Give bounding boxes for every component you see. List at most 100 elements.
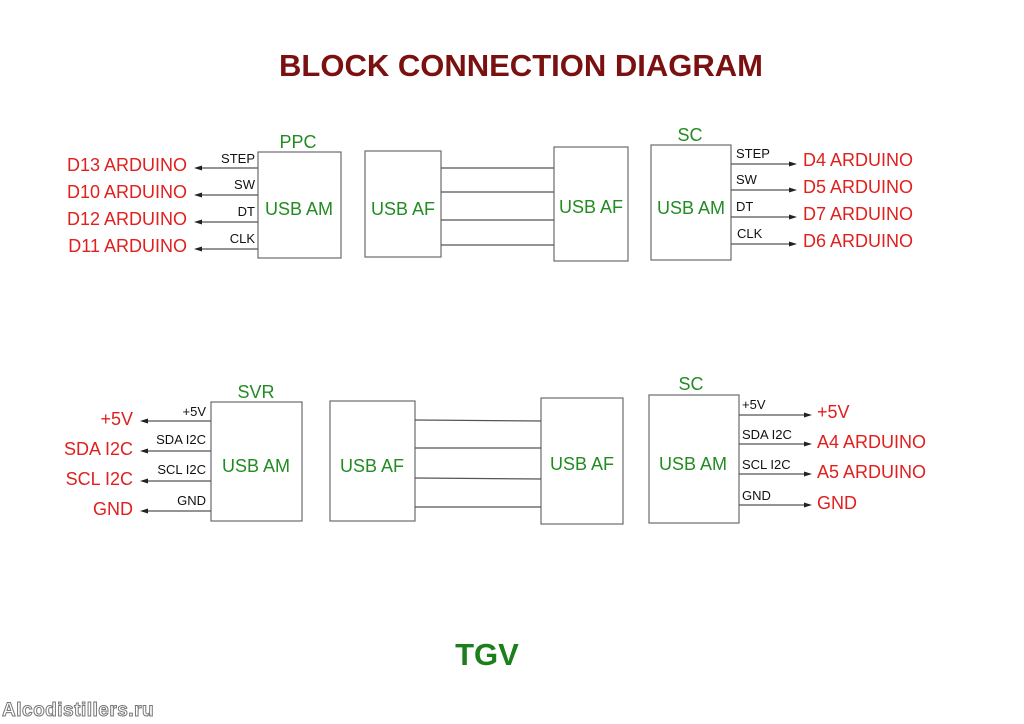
- ppc-pin-sw: SW D10 ARDUINO: [67, 177, 258, 202]
- cable-2-right-connector-label: USB AF: [550, 454, 614, 474]
- pin-label: SW: [234, 177, 256, 192]
- pin-label: SDA I2C: [156, 432, 206, 447]
- svr-pin-scl: SCL I2C SCL I2C: [66, 462, 211, 489]
- sc-2-pin-gnd: GND GND: [739, 488, 857, 513]
- cable-wire: [414, 419, 542, 422]
- pin-label: SCL I2C: [742, 457, 791, 472]
- ppc-usb-am-block: [257, 151, 342, 259]
- arrow-left-icon: [140, 478, 148, 484]
- target-label: D7 ARDUINO: [803, 204, 913, 224]
- sc-module-2: SC USB AM +5V +5V SDA I2C A4 ARDUINO: [648, 374, 926, 524]
- pin-label: DT: [238, 204, 255, 219]
- svr-pin-sda: SDA I2C SDA I2C: [64, 432, 211, 459]
- svr-connector-label: USB AM: [222, 456, 290, 476]
- arrow-right-icon: [789, 241, 797, 247]
- ppc-pin-dt: DT D12 ARDUINO: [67, 204, 258, 229]
- pin-label: +5V: [183, 404, 207, 419]
- svr-pin-gnd: GND GND: [93, 493, 211, 519]
- target-label: A5 ARDUINO: [817, 462, 926, 482]
- arrow-left-icon: [140, 418, 148, 424]
- pin-label: STEP: [221, 151, 255, 166]
- cable-2-left-usb-af-block: [329, 400, 416, 522]
- target-label: SCL I2C: [66, 469, 133, 489]
- target-label: +5V: [817, 402, 850, 422]
- pin-label: CLK: [737, 226, 763, 241]
- arrow-left-icon: [140, 508, 148, 514]
- svr-pins: +5V +5V SDA I2C SDA I2C SCL I2C SCL I2C: [64, 404, 211, 519]
- row-2: SVR USB AM +5V +5V SDA I2C SDA I2C: [64, 374, 926, 525]
- arrow-left-icon: [194, 219, 202, 225]
- target-label: D5 ARDUINO: [803, 177, 913, 197]
- sc-1-pin-step: STEP D4 ARDUINO: [731, 146, 913, 170]
- arrow-right-icon: [789, 187, 797, 193]
- sc-1-pin-sw: SW D5 ARDUINO: [731, 172, 913, 197]
- cable-1: USB AF USB AF: [364, 146, 629, 262]
- arrow-right-icon: [804, 502, 812, 508]
- pin-label: DT: [736, 199, 753, 214]
- footer-label: TGV: [455, 637, 519, 672]
- diagram-title: BLOCK CONNECTION DIAGRAM: [279, 48, 763, 83]
- target-label: D11 ARDUINO: [68, 236, 187, 256]
- cable-1-left-usb-af-block: [364, 150, 442, 258]
- cable-wire: [414, 477, 542, 480]
- sc-2-usb-am-block: [648, 394, 740, 524]
- arrow-left-icon: [194, 165, 202, 171]
- sc-1-connector-label: USB AM: [657, 198, 725, 218]
- watermark: Alcodistillers.ru: [2, 700, 154, 721]
- pin-label: +5V: [742, 397, 766, 412]
- cable-2-left-connector-label: USB AF: [340, 456, 404, 476]
- target-label: A4 ARDUINO: [817, 432, 926, 452]
- sc-2-pins: +5V +5V SDA I2C A4 ARDUINO SCL I2C A5 AR…: [739, 397, 926, 513]
- arrow-right-icon: [804, 441, 812, 447]
- target-label: D4 ARDUINO: [803, 150, 913, 170]
- sc-module-1: SC USB AM STEP D4 ARDUINO SW D5 ARDUINO: [650, 125, 913, 261]
- target-label: D6 ARDUINO: [803, 231, 913, 251]
- cable-1-right-connector-label: USB AF: [559, 197, 623, 217]
- cable-2-right-usb-af-block: [540, 397, 624, 525]
- ppc-module-title: PPC: [279, 132, 316, 152]
- ppc-pin-step: STEP D13 ARDUINO: [67, 151, 258, 175]
- sc-2-connector-label: USB AM: [659, 454, 727, 474]
- svr-pin-5v: +5V +5V: [100, 404, 211, 429]
- pin-label: SDA I2C: [742, 427, 792, 442]
- ppc-pin-clk: CLK D11 ARDUINO: [68, 231, 258, 256]
- pin-label: CLK: [230, 231, 256, 246]
- arrow-left-icon: [194, 192, 202, 198]
- sc-2-pin-sda: SDA I2C A4 ARDUINO: [739, 427, 926, 452]
- ppc-pins: STEP D13 ARDUINO SW D10 ARDUINO DT D12 A…: [67, 151, 258, 256]
- target-label: D10 ARDUINO: [67, 182, 187, 202]
- sc-module-1-title: SC: [677, 125, 702, 145]
- cable-1-right-usb-af-block: [553, 146, 629, 262]
- arrow-right-icon: [804, 471, 812, 477]
- sc-module-2-title: SC: [678, 374, 703, 394]
- pin-label: STEP: [736, 146, 770, 161]
- pin-label: SW: [736, 172, 758, 187]
- cable-2: USB AF USB AF: [329, 397, 624, 525]
- sc-1-usb-am-block: [650, 144, 732, 261]
- target-label: D13 ARDUINO: [67, 155, 187, 175]
- arrow-left-icon: [194, 246, 202, 252]
- sc-1-pin-dt: DT D7 ARDUINO: [731, 199, 913, 224]
- arrow-right-icon: [789, 161, 797, 167]
- cable-1-left-connector-label: USB AF: [371, 199, 435, 219]
- ppc-module: PPC USB AM STEP D13 ARDUINO SW D10 ARDUI…: [67, 132, 342, 259]
- sc-2-pin-scl: SCL I2C A5 ARDUINO: [739, 457, 926, 482]
- target-label: +5V: [100, 409, 133, 429]
- target-label: SDA I2C: [64, 439, 133, 459]
- arrow-left-icon: [140, 448, 148, 454]
- arrow-right-icon: [804, 412, 812, 418]
- pin-label: GND: [177, 493, 206, 508]
- sc-1-pin-clk: CLK D6 ARDUINO: [731, 226, 913, 251]
- pin-label: SCL I2C: [157, 462, 206, 477]
- target-label: D12 ARDUINO: [67, 209, 187, 229]
- target-label: GND: [93, 499, 133, 519]
- svr-module-title: SVR: [237, 382, 274, 402]
- svr-module: SVR USB AM +5V +5V SDA I2C SDA I2C: [64, 382, 303, 522]
- ppc-connector-label: USB AM: [265, 199, 333, 219]
- arrow-right-icon: [789, 214, 797, 220]
- row-1: PPC USB AM STEP D13 ARDUINO SW D10 ARDUI…: [67, 125, 913, 262]
- target-label: GND: [817, 493, 857, 513]
- svr-usb-am-block: [210, 401, 303, 522]
- pin-label: GND: [742, 488, 771, 503]
